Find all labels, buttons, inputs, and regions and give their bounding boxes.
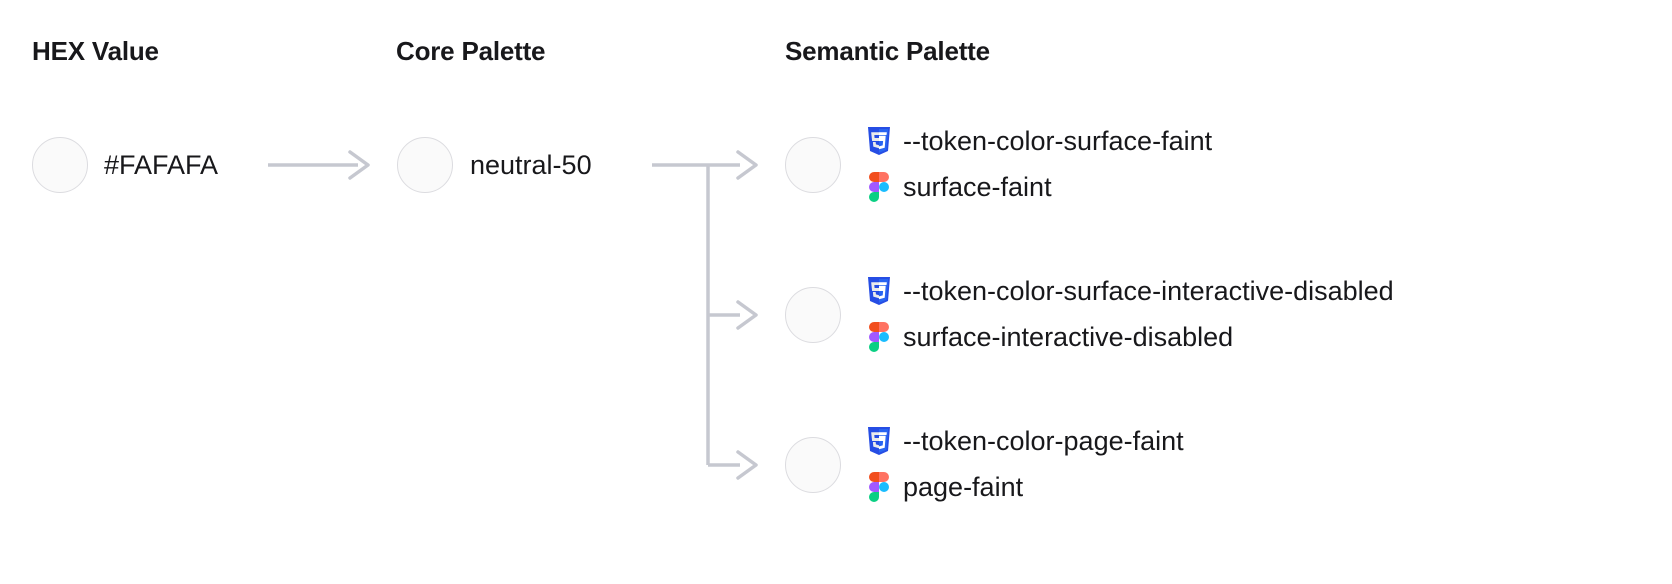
semantic-row: --token-color-page-faint page-faint <box>865 418 1655 510</box>
css3-icon <box>865 126 893 156</box>
column-header-semantic-palette: Semantic Palette <box>785 36 990 66</box>
figma-icon <box>865 322 893 352</box>
arrow-hex-to-core <box>268 150 370 180</box>
hex-value-label: #FAFAFA <box>104 150 219 180</box>
figma-token-name: surface-faint <box>903 171 1052 202</box>
swatch-semantic-row-2 <box>785 437 841 493</box>
css-token-name: --token-color-page-faint <box>903 425 1184 456</box>
figma-token-name: surface-interactive-disabled <box>903 321 1234 352</box>
css3-icon <box>865 276 893 306</box>
column-header-core-palette: Core Palette <box>396 36 546 66</box>
arrow-core-to-semantic-branching <box>652 150 758 480</box>
figma-token-name: page-faint <box>903 471 1024 502</box>
figma-icon <box>865 472 893 502</box>
swatch-hex-value <box>32 137 88 193</box>
swatch-semantic-row-0 <box>785 137 841 193</box>
figma-token-line: surface-interactive-disabled <box>865 314 1655 360</box>
figma-icon <box>865 172 893 202</box>
figma-token-line: page-faint <box>865 464 1655 510</box>
column-header-hex-value: HEX Value <box>32 36 159 66</box>
css3-icon <box>865 426 893 456</box>
figma-token-line: surface-faint <box>865 164 1655 210</box>
swatch-semantic-row-1 <box>785 287 841 343</box>
semantic-row: --token-color-surface-interactive-disabl… <box>865 268 1655 360</box>
css-token-line: --token-color-surface-faint <box>865 118 1655 164</box>
css-token-name: --token-color-surface-interactive-disabl… <box>903 275 1394 306</box>
css-token-line: --token-color-page-faint <box>865 418 1655 464</box>
css-token-name: --token-color-surface-faint <box>903 125 1213 156</box>
core-palette-label: neutral-50 <box>470 150 592 180</box>
swatch-core-palette <box>397 137 453 193</box>
semantic-row: --token-color-surface-faint surface-fain… <box>865 118 1655 210</box>
css-token-line: --token-color-surface-interactive-disabl… <box>865 268 1655 314</box>
